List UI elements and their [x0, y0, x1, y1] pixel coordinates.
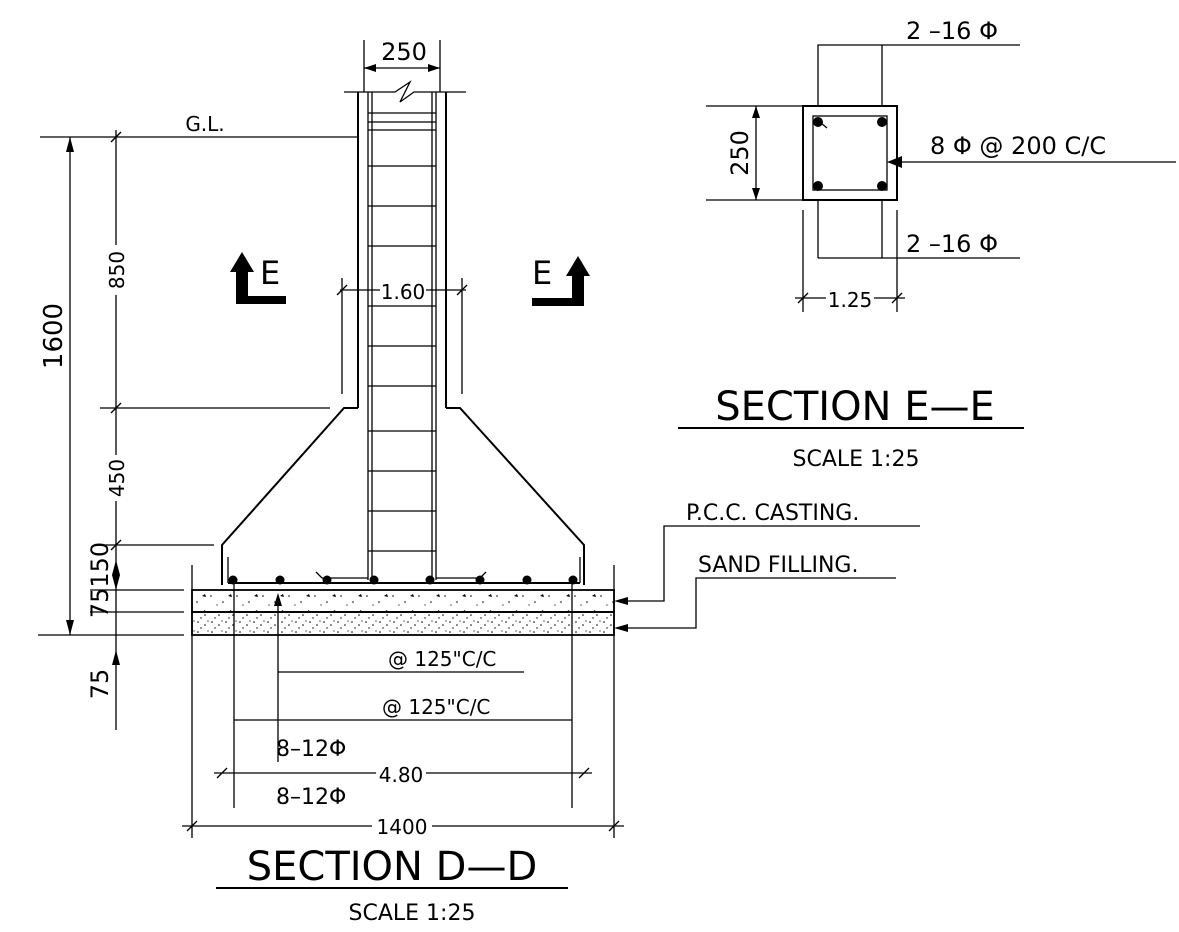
- pcc-thickness-label: 75150: [86, 542, 114, 618]
- bar: [877, 117, 887, 127]
- taper-depth-label: 450: [105, 459, 129, 497]
- bottom-bars-callout: 2 –16 Φ: [906, 230, 998, 258]
- footing-width-label: 1400: [377, 815, 428, 839]
- pcc-layer: [191, 589, 615, 613]
- column-width-dimension: 250: [363, 38, 441, 92]
- total-depth-label: 1600: [39, 303, 69, 369]
- bottom-reinforcement: [227, 557, 581, 585]
- bar: [813, 181, 823, 191]
- stirrup-callout: 8 Φ @ 200 C/C: [930, 132, 1106, 160]
- bottom-spacing-label: @ 125"C/C: [382, 695, 490, 719]
- top-bars-leader: [817, 44, 1020, 106]
- sand-thickness-label: 75: [86, 669, 114, 700]
- footing-width-dimension: 1400: [182, 814, 624, 839]
- section-height-label: 250: [726, 130, 754, 176]
- top-bars-callout: 2 –16 Φ: [906, 17, 998, 45]
- column-ties: [368, 112, 436, 552]
- bar: [877, 181, 887, 191]
- section-dd-title-block: SECTION D—D SCALE 1:25: [216, 844, 568, 926]
- sand-callout: SAND FILLING.: [698, 553, 858, 578]
- stirrup-outline: [812, 115, 888, 191]
- section-mark-left-label: E: [260, 254, 280, 292]
- section-mark-right-label: E: [532, 254, 552, 292]
- section-mark-right: E: [532, 254, 590, 306]
- column-section-outline: [802, 105, 898, 201]
- section-ee-scale: SCALE 1:25: [793, 447, 920, 472]
- bottom-bars-label: 8–12Φ: [276, 785, 346, 810]
- section-dd: 250 G.L.: [38, 38, 920, 926]
- pcc-callout: P.C.C. CASTING.: [686, 501, 859, 526]
- column-width-label: 250: [381, 38, 427, 66]
- column-outline: [357, 92, 447, 580]
- section-dd-scale: SCALE 1:25: [349, 901, 476, 926]
- vertical-dimensions: 1600 850 450 75150 75: [38, 130, 330, 730]
- footing-outline: [221, 407, 585, 585]
- column-spacing-label: 1.60: [381, 280, 426, 304]
- top-spacing-label: @ 125"C/C: [388, 647, 496, 671]
- section-mark-left: E: [230, 252, 286, 304]
- bar: [813, 117, 823, 127]
- sand-layer: [191, 611, 615, 636]
- section-ee: 2 –16 Φ 2 –16 Φ 8 Φ @ 200 C/C 250 1.25 S…: [678, 17, 1176, 472]
- rebar-spacing-label: 4.80: [379, 763, 424, 787]
- section-width-label: 1.25: [828, 288, 873, 312]
- upper-depth-label: 850: [105, 251, 129, 289]
- layer-callouts: P.C.C. CASTING. SAND FILLING.: [614, 501, 920, 632]
- ground-level-label: G.L.: [185, 112, 224, 136]
- section-ee-title: SECTION E—E: [715, 384, 995, 430]
- section-dd-title: SECTION D—D: [247, 844, 538, 890]
- top-bars-label: 8–12Φ: [276, 737, 346, 762]
- rebar-spacing-dimension: 4.80: [214, 762, 592, 787]
- break-line: [344, 80, 466, 103]
- rebar-callouts: @ 125"C/C @ 125"C/C 8–12Φ 8–12Φ: [234, 593, 572, 810]
- column-spacing-dimension: 1.60: [336, 278, 468, 394]
